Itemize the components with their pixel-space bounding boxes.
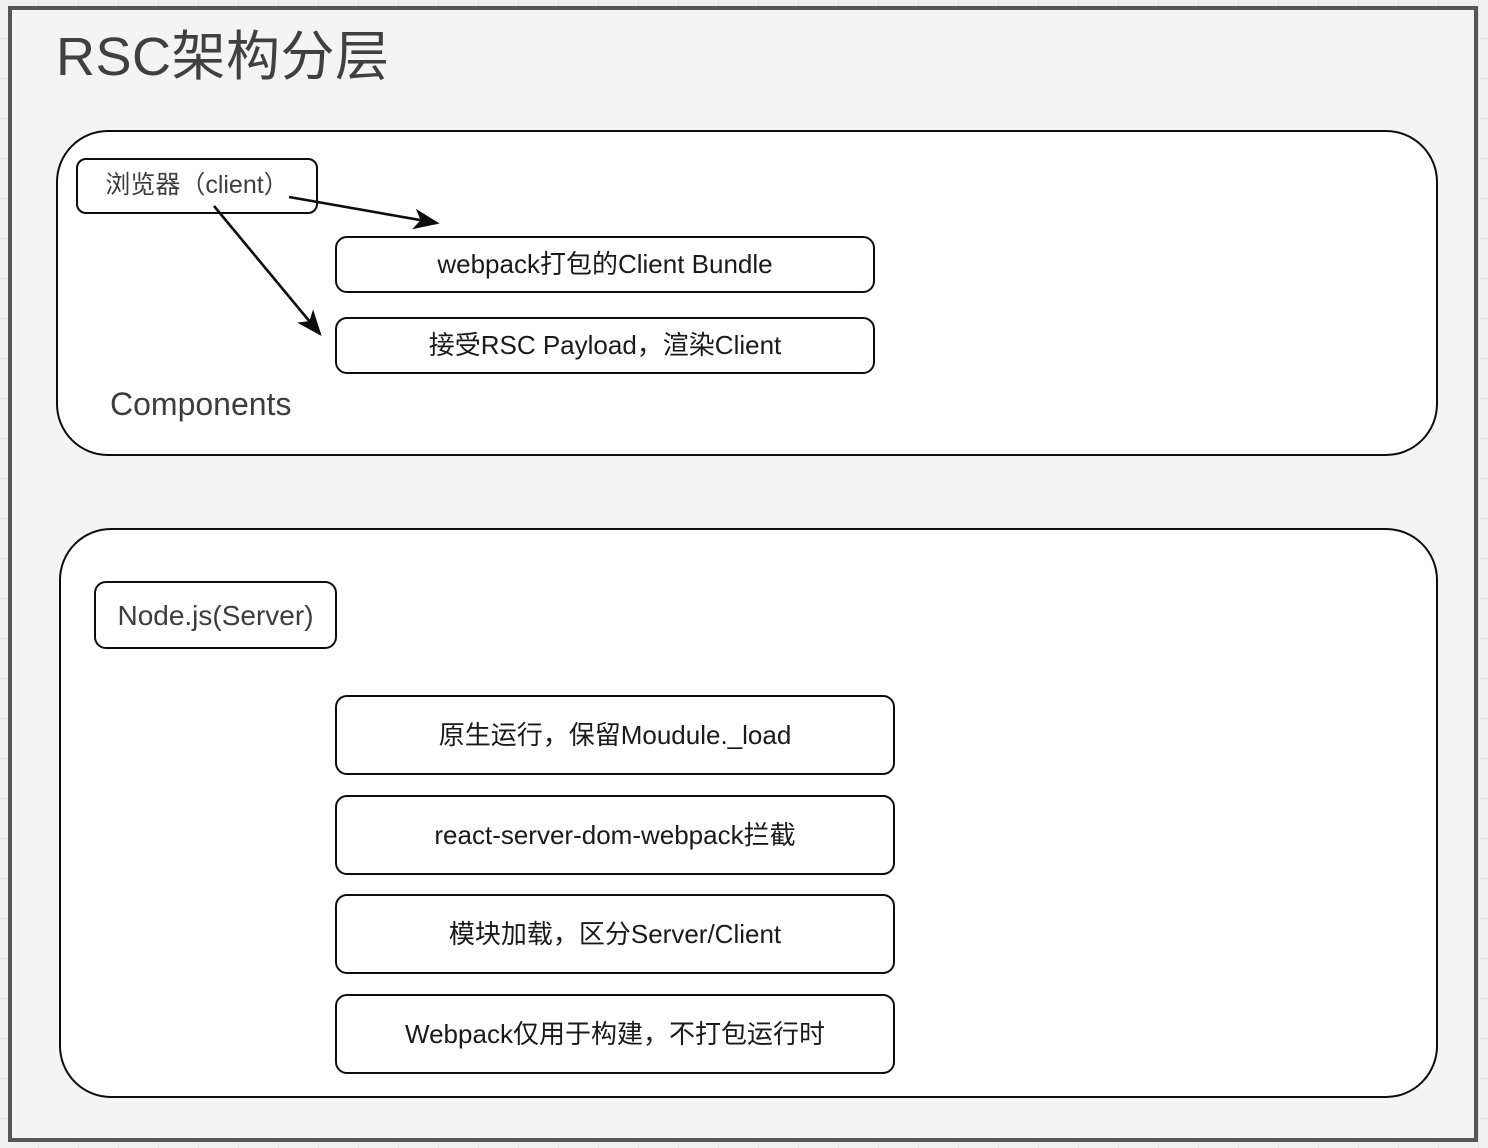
diagram-canvas: RSC架构分层 浏览器（client） webpack打包的Client Bun… — [8, 6, 1478, 1142]
node-native-run[interactable]: 原生运行，保留Moudule._load — [335, 695, 895, 775]
node-webpack-build-only[interactable]: Webpack仅用于构建，不打包运行时 — [335, 994, 895, 1074]
node-nodejs-server[interactable]: Node.js(Server) — [94, 581, 337, 649]
node-client-bundle[interactable]: webpack打包的Client Bundle — [335, 236, 875, 293]
node-browser[interactable]: 浏览器（client） — [76, 158, 318, 214]
page-title: RSC架构分层 — [56, 27, 390, 87]
node-rsc-payload[interactable]: 接受RSC Payload，渲染Client — [335, 317, 875, 374]
label-components: Components — [110, 386, 292, 422]
node-module-load[interactable]: 模块加载，区分Server/Client — [335, 894, 895, 974]
node-react-server-dom-webpack[interactable]: react-server-dom-webpack拦截 — [335, 795, 895, 875]
